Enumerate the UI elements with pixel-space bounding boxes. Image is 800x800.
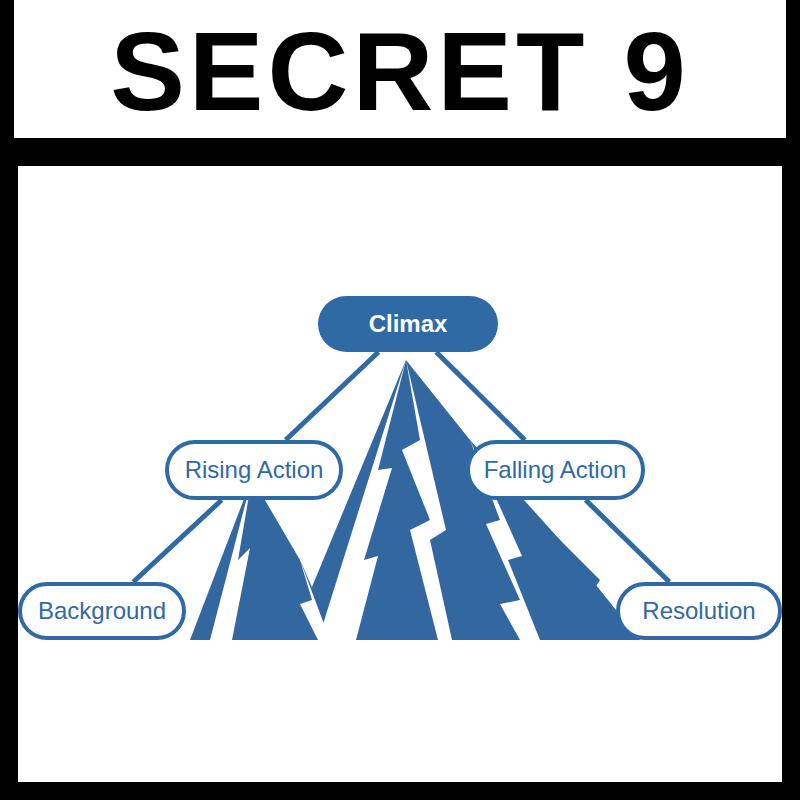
stage-label: Background — [18, 582, 186, 640]
slope-line — [436, 352, 525, 440]
peak-label: Climax — [318, 296, 498, 352]
label-text: Falling Action — [484, 456, 627, 484]
stage-label: Rising Action — [165, 440, 343, 500]
stage-label: Resolution — [616, 582, 782, 640]
stage-label: Falling Action — [466, 440, 645, 500]
heading: SECRET 9 — [0, 0, 800, 142]
label-text: Rising Action — [185, 456, 324, 484]
slope-line — [586, 500, 670, 582]
label-text: Climax — [369, 310, 448, 338]
label-text: Background — [38, 597, 166, 625]
slope-line — [133, 500, 221, 582]
label-text: Resolution — [642, 597, 755, 625]
slope-line — [286, 352, 379, 440]
